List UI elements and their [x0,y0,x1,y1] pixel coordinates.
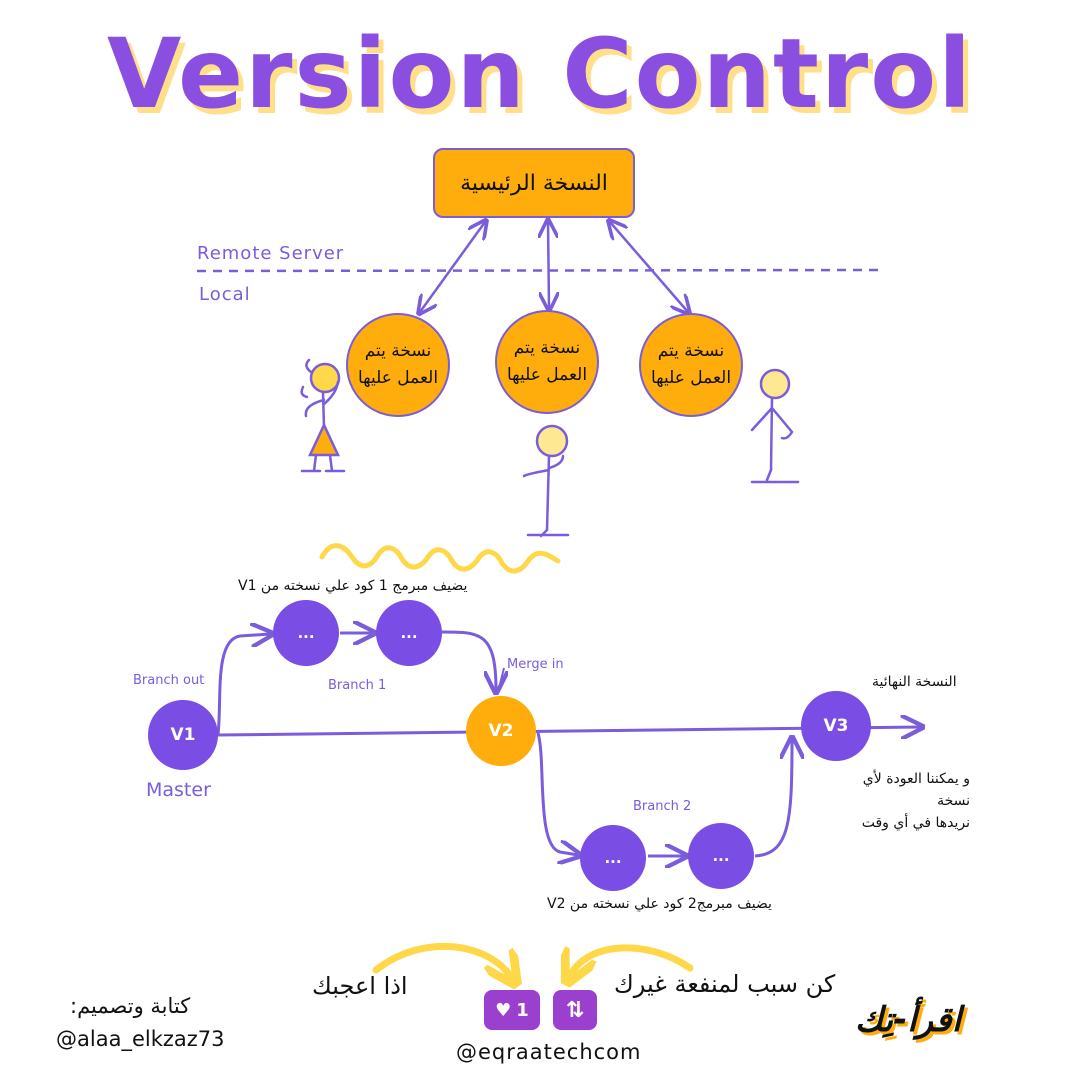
version-node-v3: V3 [801,691,871,761]
main-copy-label: النسخة الرئيسية [460,170,608,196]
like-badge[interactable]: ♥ 1 [484,990,540,1030]
working-copy-circle: نسخة يتم العمل عليها [639,313,743,417]
sync-arrow-left [420,222,485,312]
branch2-path [536,732,578,855]
working-copy-circle: نسخة يتم العمل عليها [346,313,450,417]
account-handle: @eqraatechcom [456,1040,642,1064]
page-title: Version Control [106,18,974,130]
final-version-note: و يمكننا العودة لأي نسخة نريدها في أي وق… [861,771,970,831]
footer-arrow-left [372,942,512,978]
main-copy-box: النسخة الرئيسية [433,148,635,218]
developer-figure-right [750,368,800,484]
merge-path [441,630,496,690]
commit-node: ... [273,600,339,666]
commit-node: ... [688,823,754,889]
local-label: Local [199,284,251,305]
brand-logo: اقرأ-تِك [855,1000,962,1040]
share-button[interactable]: ⇅ [553,990,597,1030]
branch1-path [216,634,270,736]
like-count: 1 [516,999,529,1021]
commit-node: ... [376,600,442,666]
heart-icon: ♥ [495,999,512,1021]
developer-figure-left [300,358,346,473]
remote-server-label: Remote Server [197,243,345,264]
if-liked-text: اذا اعجبك [312,972,408,1000]
merge-in-label: Merge in [507,657,564,672]
sync-arrow-right [610,222,688,312]
merge-in-pointer [499,667,505,685]
final-version-label: النسخة النهائية [872,674,957,690]
branch2-note: يضيف مبرمج2 كود علي نسخته من V2 [547,896,772,912]
master-label: Master [146,779,211,801]
remote-local-divider [196,268,879,273]
commit-node: ... [580,825,646,891]
be-reason-text: كن سبب لمنفعة غيرك [614,970,836,998]
credit-handle: @alaa_elkzaz73 [56,1027,225,1051]
retweet-icon: ⇅ [565,997,585,1023]
credit-label: كتابة وتصميم: [70,994,191,1018]
version-node-v2: V2 [466,696,536,766]
developer-figure-center [522,424,570,538]
footer-arrow-right [570,944,694,976]
working-copy-circle: نسخة يتم العمل عليها [495,310,599,414]
branch-out-label: Branch out [133,673,205,688]
branch1-label: Branch 1 [328,678,387,693]
sync-arrow-center [548,222,549,308]
branch1-note: يضيف مبرمج 1 كود علي نسخته من V1 [238,578,468,594]
squiggle-divider [319,543,561,574]
version-node-v1: V1 [148,700,218,770]
branch2-label: Branch 2 [633,799,692,814]
branch2-merge-path [754,740,792,858]
